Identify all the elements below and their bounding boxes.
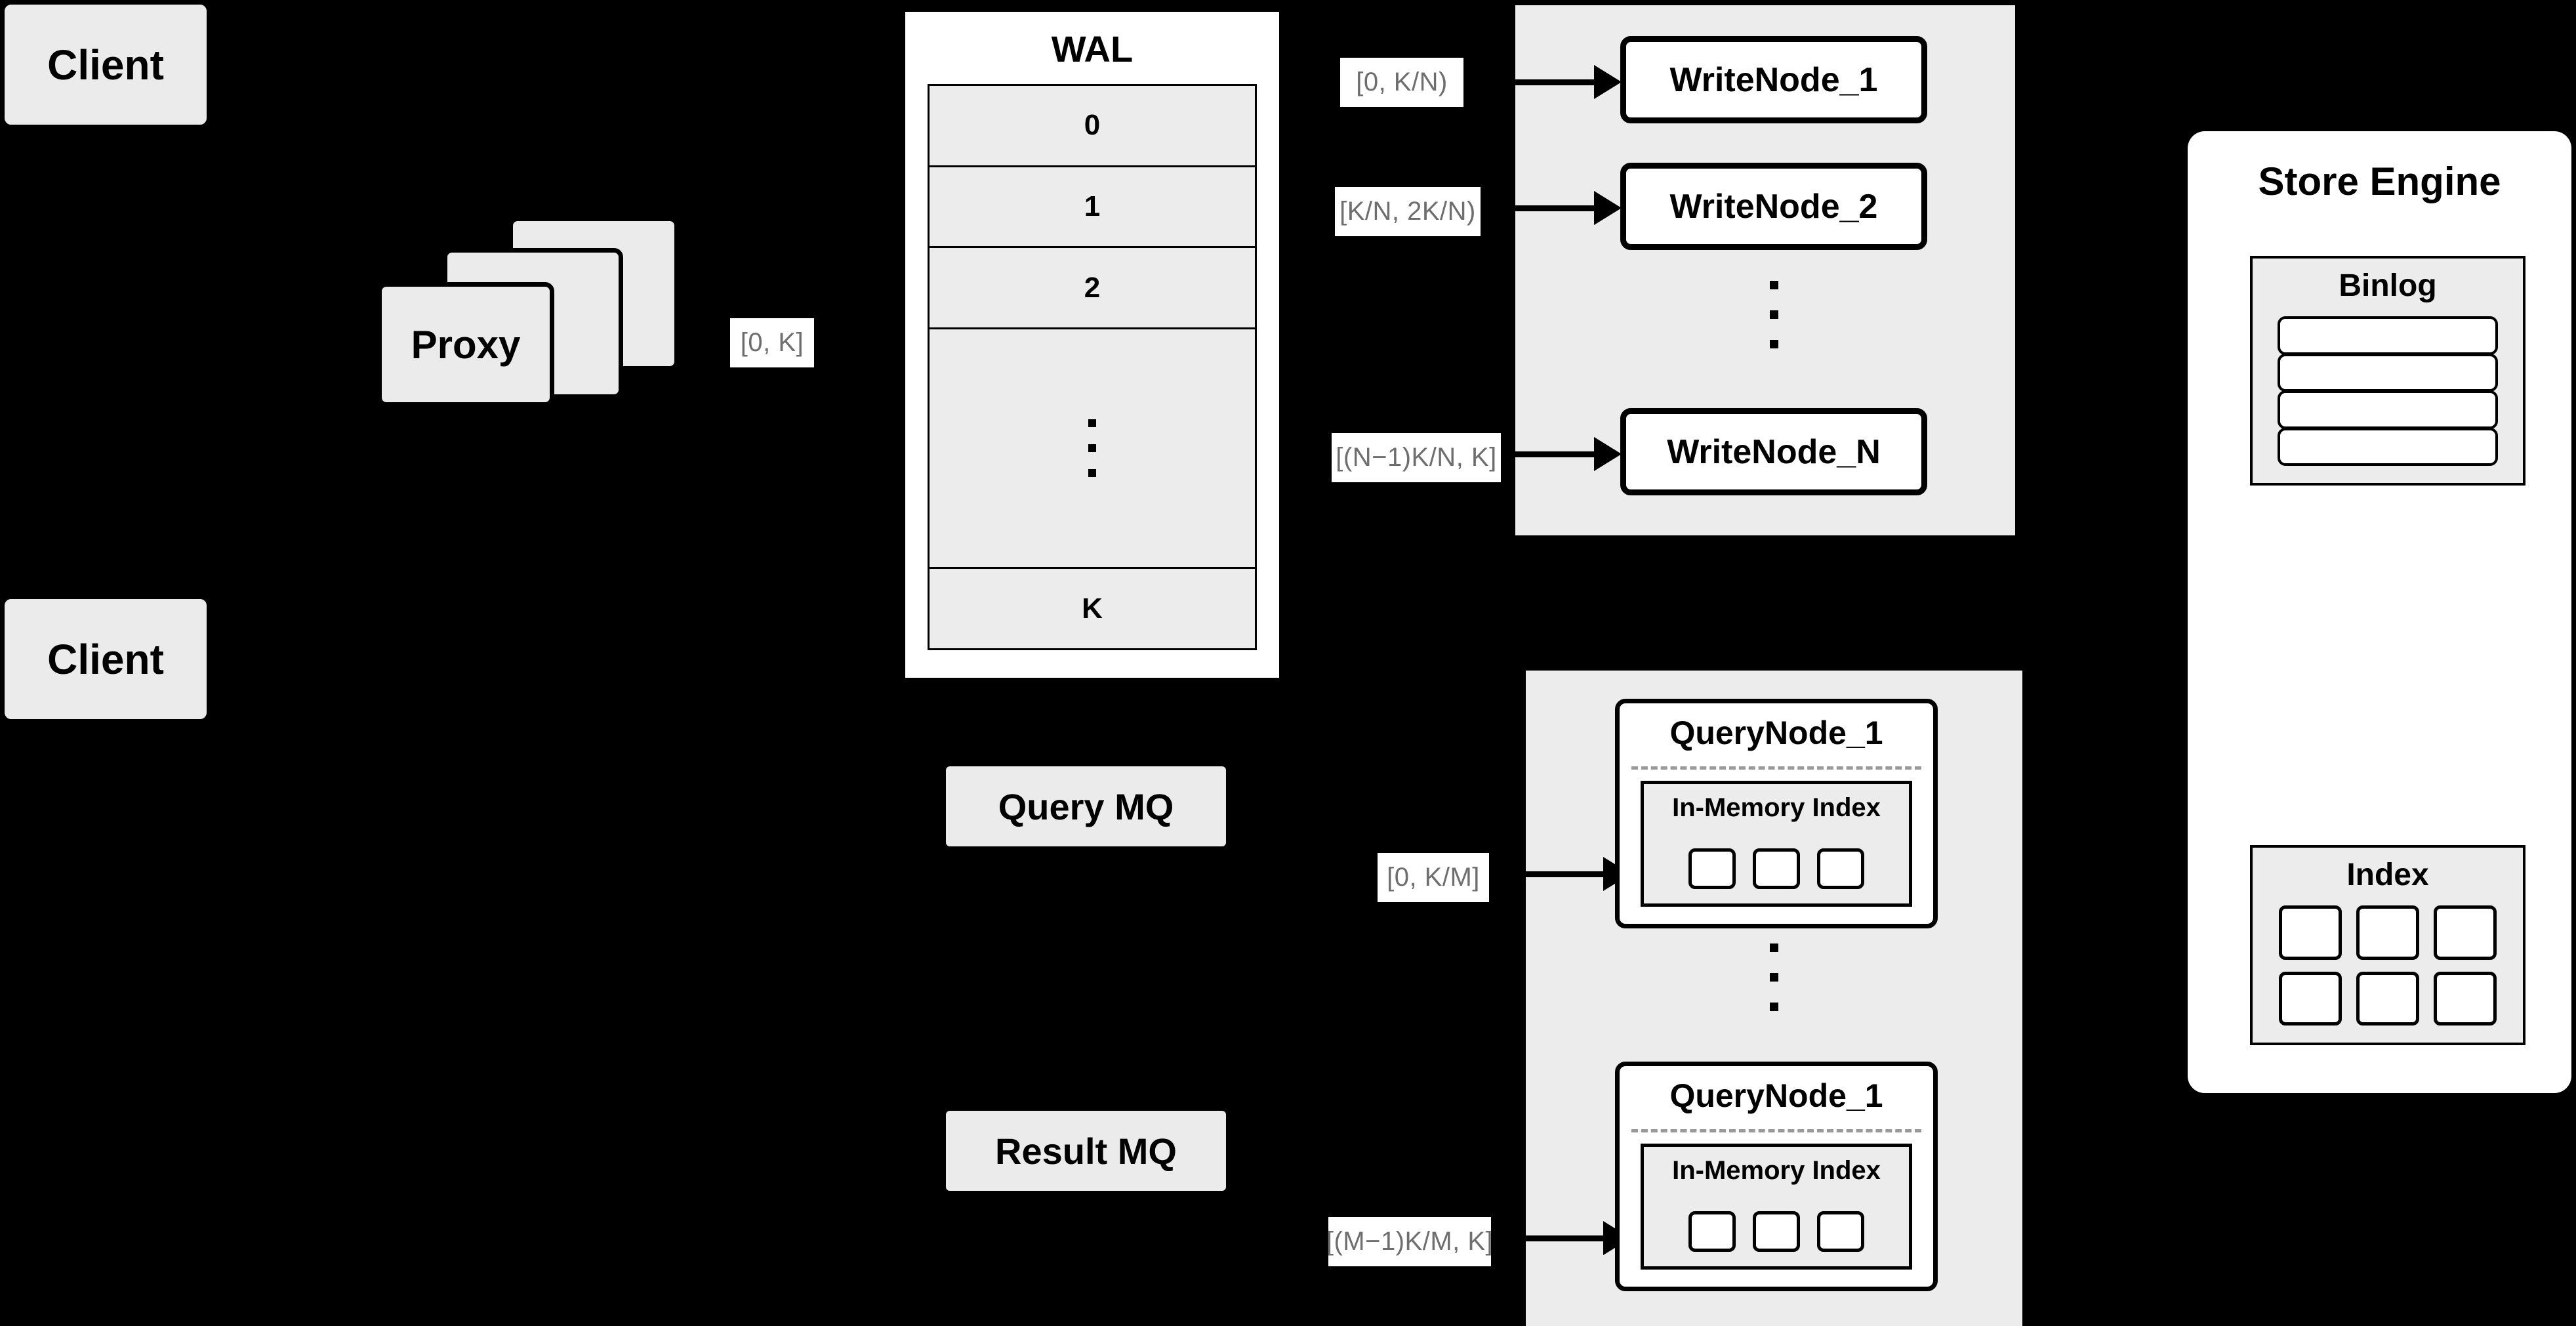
index-cell[interactable] xyxy=(2434,905,2497,960)
client-node-2[interactable]: Client xyxy=(5,599,207,719)
wal-panel[interactable]: WAL 0 1 2 K xyxy=(899,5,1286,684)
edge-label-writenode-2-text: [K/N, 2K/N) xyxy=(1339,197,1476,226)
query-node-ellipsis xyxy=(1770,943,1778,1011)
wal-cell[interactable]: 1 xyxy=(930,167,1255,249)
write-node-n[interactable]: WriteNode_N xyxy=(1620,408,1927,495)
query-node-m-separator xyxy=(1631,1129,1921,1132)
client-node-1[interactable]: Client xyxy=(5,5,207,125)
index-cell[interactable] xyxy=(2356,905,2419,960)
index-cell[interactable] xyxy=(2434,971,2497,1026)
connector-wal-to-writenode-1 xyxy=(1514,79,1598,85)
binlog-row[interactable] xyxy=(2278,353,2498,392)
in-memory-index-cell[interactable] xyxy=(1688,848,1736,889)
in-memory-index-cells xyxy=(1644,1211,1909,1252)
client-node-2-label: Client xyxy=(47,635,164,683)
write-node-2-label: WriteNode_2 xyxy=(1669,187,1878,226)
query-node-m[interactable]: QueryNode_1 In-Memory Index xyxy=(1615,1062,1938,1291)
arrowhead-writenode-n xyxy=(1594,437,1622,471)
edge-label-proxy-to-wal-text: [0, K] xyxy=(740,328,804,357)
client-node-1-label: Client xyxy=(47,41,164,89)
edge-label-writenode-n-text: [(N−1)K/N, K] xyxy=(1336,443,1497,472)
result-mq-label: Result MQ xyxy=(995,1130,1177,1172)
edge-label-writenode-1: [0, K/N) xyxy=(1340,58,1463,107)
in-memory-index-panel-1: In-Memory Index xyxy=(1641,781,1912,907)
binlog-rows xyxy=(2278,316,2498,466)
edge-label-writenode-2: [K/N, 2K/N) xyxy=(1335,187,1481,236)
result-mq-node[interactable]: Result MQ xyxy=(946,1111,1226,1191)
index-title: Index xyxy=(2346,858,2429,892)
wal-cell[interactable]: 0 xyxy=(930,86,1255,167)
proxy-label: Proxy xyxy=(411,322,521,367)
in-memory-index-cell[interactable] xyxy=(1753,1211,1800,1252)
query-node-1-separator xyxy=(1631,766,1921,770)
store-engine-panel[interactable]: Store Engine Binlog Index xyxy=(2188,131,2571,1093)
query-node-m-label: QueryNode_1 xyxy=(1669,1077,1883,1114)
wal-cell[interactable]: K xyxy=(930,569,1255,649)
wal-title: WAL xyxy=(1051,28,1134,70)
binlog-row[interactable] xyxy=(2278,316,2498,355)
query-node-1-label: QueryNode_1 xyxy=(1669,715,1883,751)
connector-to-binlog xyxy=(2158,388,2199,394)
write-node-ellipsis xyxy=(1770,281,1778,348)
edge-label-querynode-1: [0, K/M] xyxy=(1378,853,1489,902)
arrowhead-writenode-1 xyxy=(1594,65,1622,99)
index-cell[interactable] xyxy=(2356,971,2419,1026)
proxy-stack[interactable]: Proxy xyxy=(377,217,679,433)
query-node-1[interactable]: QueryNode_1 In-Memory Index xyxy=(1615,699,1938,928)
arrowhead-writenode-2 xyxy=(1594,191,1622,225)
edge-label-querynode-m: [(M−1)K/M, K] xyxy=(1326,1217,1494,1266)
in-memory-index-cell[interactable] xyxy=(1817,848,1864,889)
query-mq-label: Query MQ xyxy=(998,785,1174,827)
in-memory-index-panel-2: In-Memory Index xyxy=(1641,1144,1912,1270)
edge-label-querynode-m-text: [(M−1)K/M, K] xyxy=(1326,1227,1494,1256)
write-node-1[interactable]: WriteNode_1 xyxy=(1620,36,1927,123)
edge-label-writenode-n: [(N−1)K/N, K] xyxy=(1332,433,1501,482)
write-node-1-label: WriteNode_1 xyxy=(1669,60,1878,99)
connector-to-index xyxy=(2158,947,2199,952)
index-grid xyxy=(2279,905,2497,1026)
query-mq-node[interactable]: Query MQ xyxy=(946,766,1226,846)
in-memory-index-title: In-Memory Index xyxy=(1672,1156,1881,1185)
binlog-title: Binlog xyxy=(2339,268,2437,303)
edge-label-querynode-1-text: [0, K/M] xyxy=(1387,863,1480,892)
edge-label-writenode-1-text: [0, K/N) xyxy=(1356,68,1448,96)
store-engine-title: Store Engine xyxy=(2258,159,2501,203)
index-cell[interactable] xyxy=(2279,905,2342,960)
proxy-node[interactable]: Proxy xyxy=(377,282,554,407)
write-node-2[interactable]: WriteNode_2 xyxy=(1620,163,1927,250)
in-memory-index-title: In-Memory Index xyxy=(1672,793,1881,822)
in-memory-index-cell[interactable] xyxy=(1817,1211,1864,1252)
connector-wal-to-writenode-n xyxy=(1514,451,1598,457)
index-cell[interactable] xyxy=(2279,971,2342,1026)
connector-wal-to-writenode-2 xyxy=(1514,205,1598,211)
connector-mq-to-querynode-1 xyxy=(1492,871,1607,877)
binlog-row[interactable] xyxy=(2278,427,2498,466)
connector-mq-to-querynode-m xyxy=(1492,1235,1607,1241)
write-node-n-label: WriteNode_N xyxy=(1667,432,1881,471)
index-panel[interactable]: Index xyxy=(2250,845,2525,1045)
edge-label-proxy-to-wal: [0, K] xyxy=(730,318,814,367)
binlog-row[interactable] xyxy=(2278,390,2498,429)
in-memory-index-cell[interactable] xyxy=(1753,848,1800,889)
wal-table: 0 1 2 K xyxy=(928,84,1257,650)
in-memory-index-cells xyxy=(1644,848,1909,889)
binlog-panel[interactable]: Binlog xyxy=(2250,256,2525,486)
wal-cell[interactable]: 2 xyxy=(930,248,1255,330)
in-memory-index-cell[interactable] xyxy=(1688,1211,1736,1252)
wal-cell-ellipsis xyxy=(930,329,1255,570)
